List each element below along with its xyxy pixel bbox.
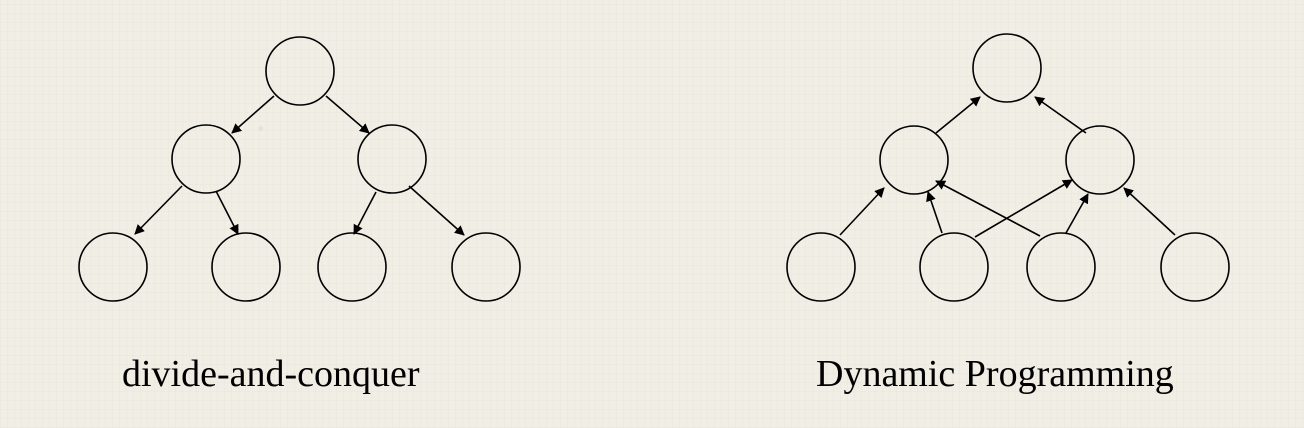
dc-leaf-node-2 [211, 232, 281, 302]
dynamic-programming-edges [839, 96, 1176, 238]
divide-and-conquer-nodes [78, 36, 521, 302]
dc-left-node [171, 124, 241, 194]
edge-left-to-leaf1 [134, 185, 183, 235]
divide-and-conquer-caption: divide-and-conquer [122, 353, 420, 395]
edge-root-to-right [325, 95, 370, 134]
edge-root-to-left [231, 95, 275, 134]
edge-leaf4-to-mid-right [1123, 187, 1176, 236]
edge-mid-right-to-top [1034, 96, 1087, 134]
dynamic-programming-nodes [786, 33, 1230, 302]
edge-mid-left-to-top [935, 96, 981, 134]
dynamic-programming-caption: Dynamic Programming [816, 353, 1174, 395]
edge-right-to-leaf4 [408, 185, 465, 236]
edge-leaf3-to-mid-right [1065, 193, 1089, 234]
dp-leaf-node-4 [1160, 232, 1230, 302]
edge-leaf2-to-mid-left [926, 191, 943, 234]
dc-leaf-node-3 [317, 232, 387, 302]
edge-leaf1-to-mid-left [839, 187, 885, 236]
dp-leaf-node-1 [786, 232, 856, 302]
dp-mid-left-node [879, 125, 949, 195]
edge-leaf3-to-mid-left [935, 180, 1041, 237]
edge-leaf2-to-mid-right [974, 179, 1073, 238]
dc-right-node [357, 124, 427, 194]
dc-leaf-node-4 [451, 232, 521, 302]
dp-leaf-node-3 [1026, 232, 1096, 302]
dp-mid-right-node [1065, 125, 1135, 195]
divide-and-conquer-edges [134, 95, 465, 236]
edge-right-to-leaf3 [353, 191, 377, 235]
dp-top-node [972, 33, 1042, 103]
dc-leaf-node-1 [78, 232, 148, 302]
dc-root-node [265, 36, 335, 106]
edge-left-to-leaf2 [215, 190, 239, 235]
dp-leaf-node-2 [919, 232, 989, 302]
